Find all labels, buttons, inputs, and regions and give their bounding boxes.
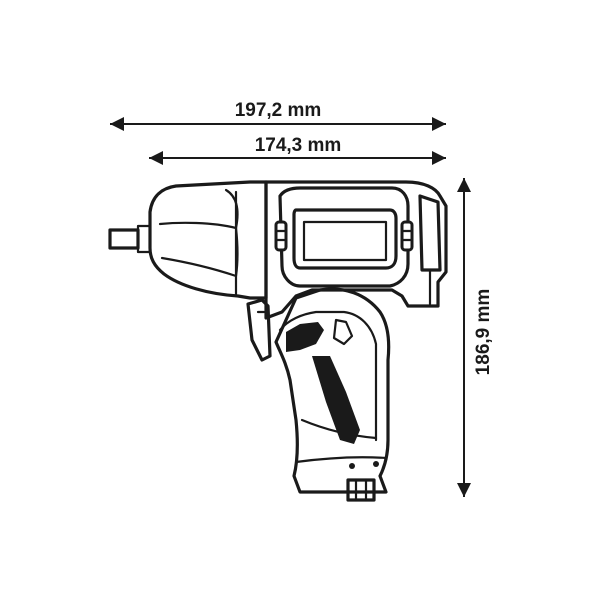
motor-housing	[264, 180, 448, 320]
grip-pad-lower	[312, 356, 360, 444]
grip-pad-upper	[286, 322, 324, 352]
height-label: 186,9 mm	[473, 289, 494, 376]
overall-length-label: 197,2 mm	[235, 100, 322, 121]
overall-length-dimension: 197,2 mm	[110, 100, 446, 131]
height-dimension: 186,9 mm	[457, 178, 494, 497]
body-length-label: 174,3 mm	[255, 135, 342, 156]
right-vent	[400, 220, 414, 252]
left-vent	[274, 220, 288, 252]
handle-screw-right	[373, 461, 379, 467]
square-drive	[108, 224, 152, 254]
hammer-case	[148, 180, 268, 300]
air-inlet	[346, 478, 376, 502]
trigger	[246, 298, 272, 362]
impact-wrench-illustration	[108, 180, 448, 502]
body-length-dimension: 174,3 mm	[149, 135, 446, 165]
handle-screw-left	[349, 463, 355, 469]
handle	[274, 287, 391, 502]
